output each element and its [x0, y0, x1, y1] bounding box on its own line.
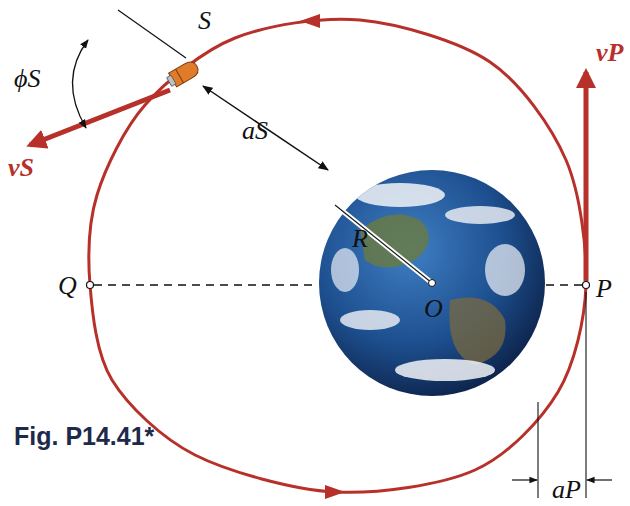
axis-line [546, 284, 582, 285]
earth [319, 170, 545, 396]
axis-line [94, 284, 318, 285]
center-label: O [424, 296, 443, 322]
dimension-arrow [587, 479, 612, 480]
angle-label: ϕS [14, 66, 40, 92]
orbit-arrow [325, 485, 345, 499]
extension-line [537, 402, 538, 498]
dimension-label: aS [242, 118, 268, 144]
dimension-arrow [512, 479, 537, 480]
radius-label: R [352, 226, 368, 252]
figure-caption: Fig. P14.41* [14, 424, 154, 449]
velocity-label: vP [596, 40, 623, 66]
dimension-line [203, 86, 328, 170]
point-label: S [198, 8, 211, 34]
reference-line [118, 10, 186, 58]
velocity-arrow [30, 90, 170, 145]
dimension-label: aP [552, 477, 581, 503]
orbit-arrow [300, 14, 320, 28]
point-q [87, 282, 94, 289]
spacecraft [165, 59, 201, 89]
velocity-arrow [584, 72, 589, 281]
point-label: Q [58, 273, 77, 299]
point-p [583, 282, 590, 289]
angle-arc [72, 40, 88, 128]
extension-line [585, 292, 586, 498]
point-label: P [596, 276, 612, 302]
velocity-label: vS [8, 155, 34, 181]
